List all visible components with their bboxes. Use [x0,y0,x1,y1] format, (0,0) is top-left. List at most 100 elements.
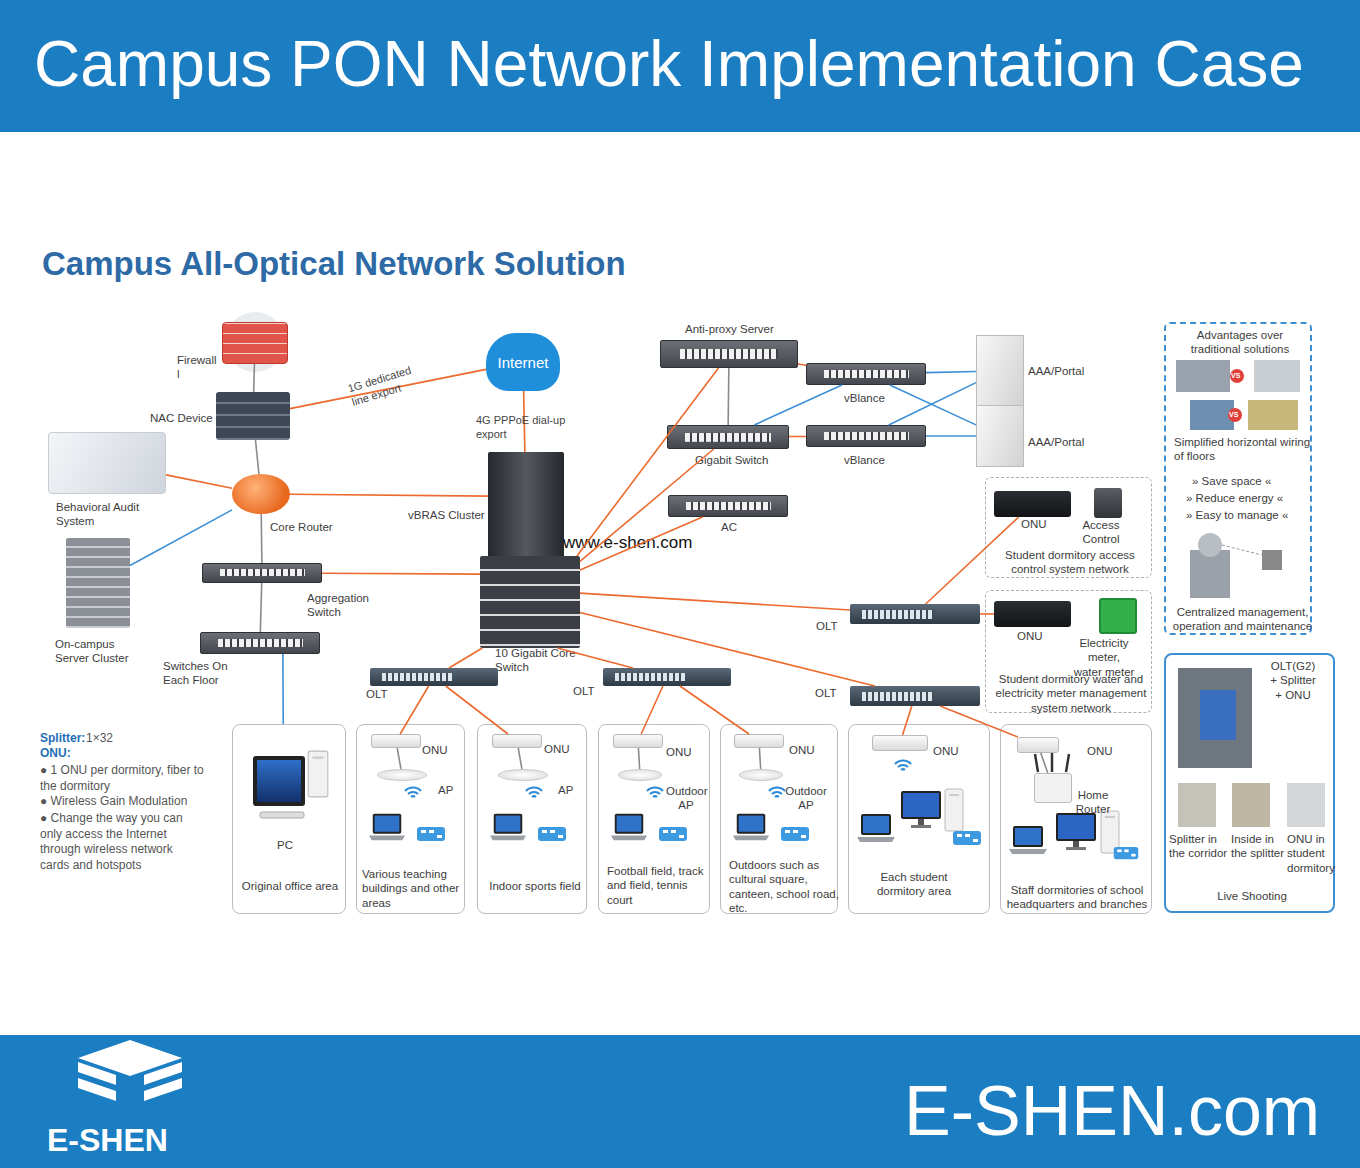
connector-line [641,686,663,734]
node-label: AP [558,783,588,797]
node-label: vBlance [844,391,904,405]
server-node: AAA/Portal [976,405,1024,467]
photo [1254,360,1300,392]
phone-icon [953,831,981,845]
node-label: AAA/Portal [1028,435,1098,449]
node-label: ONU [1017,629,1047,643]
text-label: ● Change the way you can only access the… [40,811,190,873]
page-title: Campus PON Network Implementation Case [34,26,1304,103]
node-label: ONU [666,745,696,759]
area-panel: Indoor sports fieldONUAP [477,724,587,914]
node-label: ONU [1021,517,1051,531]
text-label: VS [1231,371,1243,380]
advantages-box: Advantages over traditional solutionsSim… [1164,322,1312,635]
photo [1178,668,1252,768]
phone-icon [538,827,566,841]
subsystem-box: Student dormitory access control system … [985,477,1152,578]
connector-line [1041,753,1048,773]
connector-line [940,706,1018,737]
node-label: Outdoor AP [785,784,827,813]
pc-node: PC [253,756,305,806]
switch-node: vBlance [806,425,926,447]
wifi-symbol [526,788,542,797]
node-label: ONU [544,742,574,756]
area-panel: Each student dormitory areaONU [848,724,990,914]
internet-cloud: Internet [486,333,560,391]
ap-node: Outdoor AP [618,769,662,781]
node-label: Outdoor AP [666,784,706,813]
connector-line [518,748,522,769]
node-label: Various teaching buildings and other are… [362,867,464,910]
node-label: Anti-proxy Server [685,322,805,336]
dashed-link [1222,545,1262,555]
node-label: Gigabit Switch [695,453,795,467]
ap-node: Outdoor AP [739,769,783,781]
subsystem-box: Student dormitory water and electricity … [985,590,1152,713]
connector-line [980,613,994,615]
monitor-icon [901,791,941,828]
node-label: Firewall l [177,353,217,382]
connector-line [446,686,508,734]
node-label: vBlance [844,453,904,467]
onu-node: ONU [492,734,542,748]
switch-node: Aggregation Switch [202,563,322,583]
wifi-symbol [769,788,785,797]
keyboard-icon [260,812,304,818]
node-label: Original office area [237,879,343,893]
area-panel: Various teaching buildings and other are… [356,724,465,914]
node-label: AAA/Portal [1028,364,1098,378]
tower-icon [1101,811,1119,853]
switch-node: Anti-proxy Server [660,340,798,368]
connector-line [903,706,912,735]
onu-node: ONU [994,601,1071,627]
switch-node: Switches On Each Floor [200,632,320,654]
connector-line [580,593,850,610]
laptop-icon [733,814,769,841]
laptop-icon [857,814,895,842]
connector-line [890,385,976,425]
text-label: VS [1229,410,1241,419]
area-panel: Outdoors such as cultural square, cantee… [720,724,838,914]
onu-node: ONU [613,734,663,748]
connector-line [789,436,806,438]
connector-line [580,517,703,570]
onu-node: ONU [994,491,1071,517]
phone-icon [1114,847,1139,859]
connector-line [759,748,760,769]
node-label: Internet [486,354,560,373]
node-label: Splitter in the corridor [1169,832,1231,861]
node-label: » Reduce energy « [1186,491,1306,505]
edge-label: 1G dedicated line export [346,359,429,409]
node-label: PC [277,838,307,852]
node-label: Core Router [270,520,350,534]
connector-line [253,364,255,392]
operator-icon [1262,550,1282,570]
connector-line [580,449,714,561]
node-label: » Save space « [1192,474,1302,488]
phone-icon [659,827,687,841]
connector-line [638,748,639,769]
text-label: ONU: [40,746,90,762]
tower-icon [945,789,963,831]
photo-box: OLT(G2) + Splitter + ONUSplitter in the … [1164,653,1335,913]
connector-line [727,368,729,425]
rack-icon [1190,550,1230,598]
node-label: AC [721,520,751,534]
connector-line [260,583,261,632]
text-label: E-SHEN.com [904,1066,1344,1157]
wifi-symbol [405,788,421,797]
ap-node: AP [377,769,427,781]
node-label: » Easy to manage « [1186,508,1306,522]
home-router-node: Home Router [1034,773,1072,803]
connector-line [255,440,258,474]
meter-node: Electricity meter, water meter [1099,598,1137,634]
olt-node: OLT [850,686,980,706]
node-label: ONU [789,743,819,757]
laptop-icon [611,814,647,841]
photo [1176,360,1230,392]
laptop-icon [369,814,405,841]
core-switch-node: 10 Gigabit Core Switch [480,556,580,648]
text-label: 1×32 [86,731,136,747]
photo [1287,783,1325,827]
connector-line [889,383,976,425]
